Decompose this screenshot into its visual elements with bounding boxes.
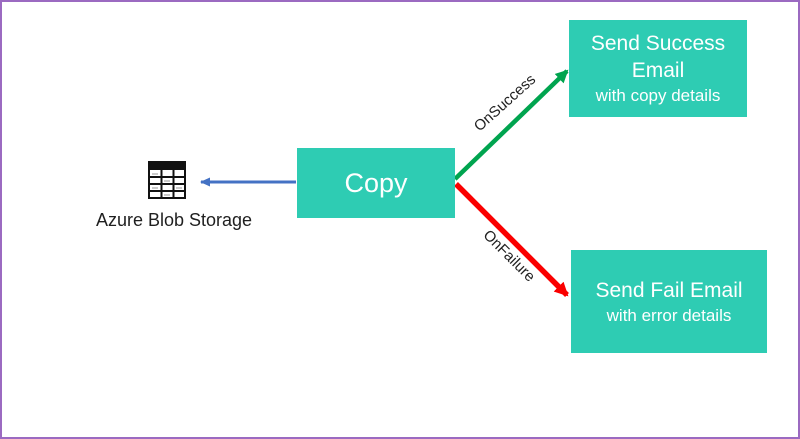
azure-blob-storage-label: Azure Blob Storage <box>95 210 253 230</box>
on-failure-arrow <box>454 182 569 297</box>
send-fail-email-node: Send Fail Email with error details <box>571 250 767 353</box>
fail-subtitle: with error details <box>606 305 732 325</box>
fail-title: Send Fail Email <box>595 278 743 302</box>
copy-activity-node: Copy <box>297 148 455 218</box>
success-subtitle: with copy details <box>595 86 721 105</box>
success-title-line1: Send Success <box>590 32 726 55</box>
send-success-email-node: Send Success Email with copy details <box>569 20 747 117</box>
copy-activity-label: Copy <box>344 167 408 198</box>
on-success-edge-label: OnSuccess <box>470 71 540 135</box>
azure-blob-storage-node <box>148 161 186 204</box>
on-failure-edge-label: OnFailure <box>479 226 539 286</box>
table-icon <box>148 161 186 199</box>
success-title-line2: Email <box>631 59 685 82</box>
